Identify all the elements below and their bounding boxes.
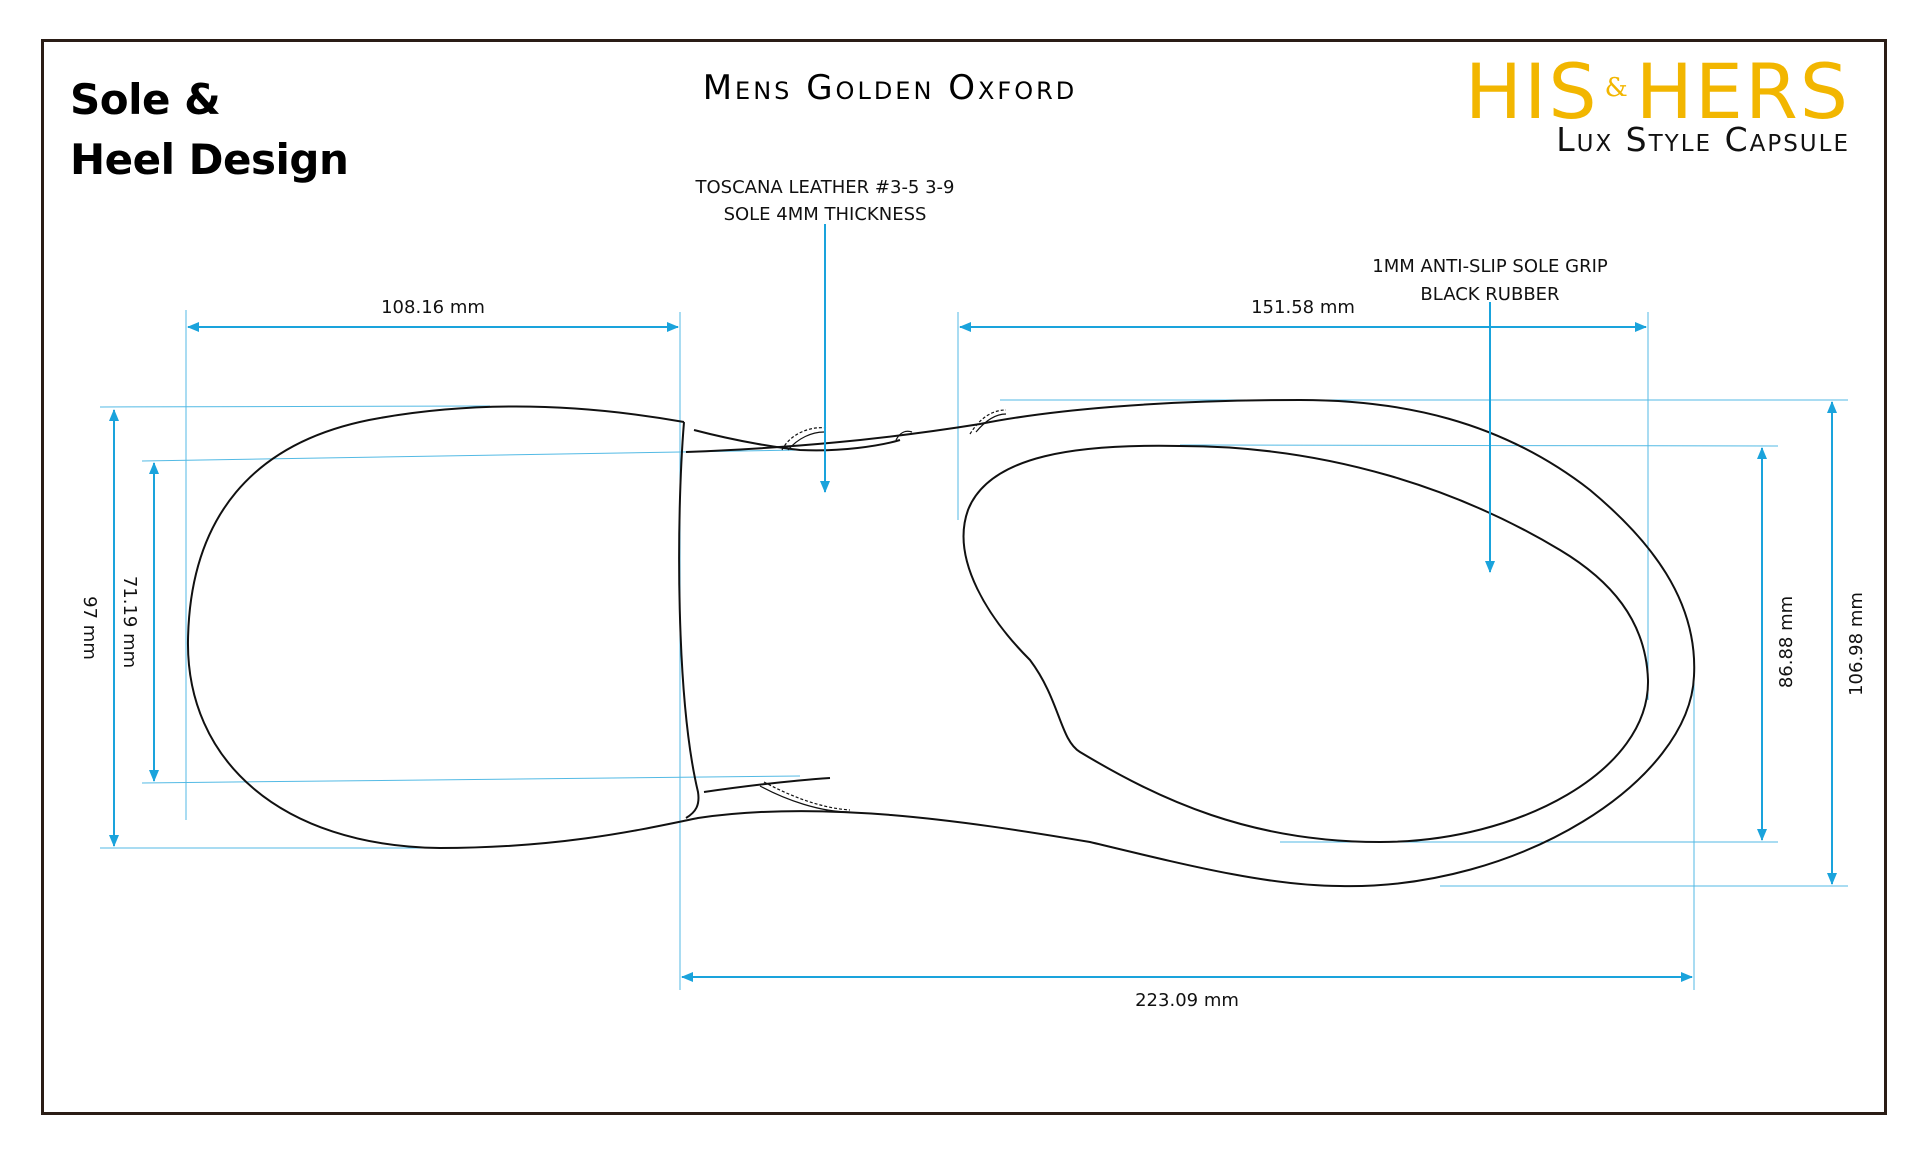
- note-leather-line-2: SOLE 4MM THICKNESS: [724, 204, 927, 225]
- stitch-detail: [895, 430, 913, 441]
- stitch-detail: [787, 431, 825, 451]
- brand-name-left: HIS: [1464, 47, 1599, 136]
- sheet-border: [41, 39, 1887, 1115]
- shank-edge-bottom: [703, 777, 831, 793]
- sole-outline: [186, 398, 1696, 888]
- dim-label-total-length: 223.09 mm: [1135, 990, 1239, 1011]
- dim-label-forefoot-length: 151.58 mm: [1251, 297, 1355, 318]
- sheet-title: Sole & Heel Design: [70, 70, 349, 190]
- brand-name-right: HERS: [1635, 47, 1850, 136]
- dim-label-heel-inner-width: 71.19 mm: [119, 576, 140, 668]
- extension-lines: [99, 310, 1848, 990]
- dim-label-forefoot-inner-width: 86.88 mm: [1776, 596, 1797, 688]
- stitch-detail: [759, 785, 851, 813]
- dim-label-heel-length: 108.16 mm: [381, 297, 485, 318]
- sheet-title-line-2: Heel Design: [70, 135, 349, 184]
- extension-line: [141, 775, 801, 784]
- stitching-details: [759, 409, 1007, 813]
- extension-line: [1179, 444, 1779, 447]
- note-leather-line-1: TOSCANA LEATHER #3-5 3-9: [694, 177, 954, 198]
- dim-label-heel-outer-width: 97 mm: [79, 596, 100, 660]
- dimension-lines: [109, 224, 1837, 982]
- product-name: Mens Golden Oxford: [702, 68, 1078, 108]
- brand-tagline: Lux Style Capsule: [1556, 120, 1850, 159]
- outer-sole-edge: [186, 398, 1696, 888]
- dim-label-forefoot-outer-width: 106.98 mm: [1846, 592, 1867, 696]
- stitch-detail: [781, 427, 827, 451]
- sheet-title-line-1: Sole &: [70, 75, 221, 124]
- shank-edge-top: [693, 429, 901, 452]
- stitch-detail: [975, 413, 1007, 433]
- note-grip-line-1: 1MM ANTI-SLIP SOLE GRIP: [1372, 256, 1608, 277]
- note-grip-line-2: BLACK RUBBER: [1420, 284, 1559, 305]
- stitch-detail: [969, 409, 1007, 435]
- inner-grip-outline: [962, 444, 1650, 844]
- brand-wordmark: HIS & HERS: [1465, 50, 1850, 134]
- heel-breast-line: [678, 421, 700, 819]
- extension-line: [99, 405, 491, 408]
- brand-ampersand: &: [1604, 73, 1630, 103]
- brand-logo: HIS & HERS Lux Style Capsule: [1320, 50, 1850, 170]
- stitch-detail: [763, 781, 851, 811]
